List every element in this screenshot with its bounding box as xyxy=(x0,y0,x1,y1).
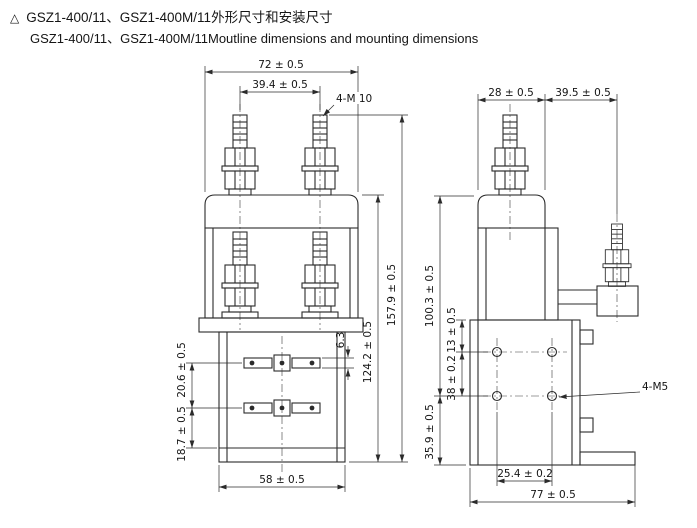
page-title-en: GSZ1-400/11、GSZ1-400M/11Moutline dimensi… xyxy=(30,30,479,46)
dim-top-depth-label: 28 ± 0.5 xyxy=(488,87,534,99)
top-cap-outline xyxy=(204,194,359,229)
dim-terminal-spacing: 39.4 ± 0.5 xyxy=(239,79,321,110)
dim-tab-to-base: 18.7 ± 0.5 xyxy=(176,406,217,462)
dim-terminal-spacing-label: 39.4 ± 0.5 xyxy=(252,79,308,91)
front-view-body xyxy=(198,194,364,463)
dim-overall-width-label: 72 ± 0.5 xyxy=(258,59,304,71)
dim-base-width: 58 ± 0.5 xyxy=(218,465,346,492)
mounting-holes xyxy=(491,346,558,402)
side-view-terminals xyxy=(491,114,632,287)
dim-tab-spacing-label: 20.6 ± 0.5 xyxy=(176,342,188,398)
dim-overall-depth: 77 ± 0.5 xyxy=(469,465,636,507)
mounting-hole xyxy=(546,346,558,358)
dim-tab-spacing: 20.6 ± 0.5 xyxy=(176,342,242,409)
section-marker: △ xyxy=(10,11,20,25)
dim-hole-spacing-h: 25.4 ± 0.2 xyxy=(496,412,553,486)
front-view: 72 ± 0.5 39.4 ± 0.5 4-M 10 157.9 ± 0.5 xyxy=(176,59,408,492)
mounting-hole xyxy=(491,346,503,358)
dim-body-height-label: 124.2 ± 0.5 xyxy=(362,321,374,383)
front-view-terminals xyxy=(221,114,339,319)
dim-tab-to-base-label: 18.7 ± 0.5 xyxy=(176,406,188,462)
callout-main-studs: 4-M 10 xyxy=(322,92,376,117)
dim-aux-offset: 39.5 ± 0.5 xyxy=(545,87,618,214)
mounting-hole xyxy=(546,390,558,402)
dim-hole-top-offset: 13 ± 0.5 xyxy=(446,307,488,353)
dim-aux-offset-label: 39.5 ± 0.5 xyxy=(555,87,611,99)
dim-body-height: 124.2 ± 0.5 xyxy=(362,194,384,462)
side-view: 28 ± 0.5 39.5 ± 0.5 100.3 ± 0.5 13 ± 0.5 xyxy=(424,87,672,507)
dim-tab-height-label: 6.3 xyxy=(335,332,347,349)
dim-overall-width: 72 ± 0.5 xyxy=(204,59,359,192)
title-row-en: GSZ1-400/11、GSZ1-400M/11Moutline dimensi… xyxy=(30,29,478,49)
mounting-hole xyxy=(491,390,503,402)
side-mid-body-outline xyxy=(477,227,559,321)
dim-lower-height-label: 35.9 ± 0.5 xyxy=(424,404,436,460)
dim-tab-height: 6.3 xyxy=(322,332,354,380)
dim-overall-height: 157.9 ± 0.5 xyxy=(329,114,408,463)
title-block: △ GSZ1-400/11、GSZ1-400M/11外形尺寸和安装尺寸 GSZ1-… xyxy=(10,8,478,49)
dim-hole-top-offset-label: 13 ± 0.5 xyxy=(446,307,458,353)
base-bracket-outline xyxy=(579,451,636,466)
magnet-unit-outline xyxy=(218,331,346,463)
dim-overall-depth-label: 77 ± 0.5 xyxy=(530,489,576,501)
dim-mount-height-label: 100.3 ± 0.5 xyxy=(424,265,436,327)
aux-contact-block-outline xyxy=(596,285,639,317)
callout-mounting-holes-label: 4-M5 xyxy=(642,381,668,393)
page-title-cn: GSZ1-400/11、GSZ1-400M/11外形尺寸和安装尺寸 xyxy=(26,10,333,25)
mounting-plate-outline xyxy=(469,319,581,466)
flange-outline xyxy=(198,317,364,333)
title-row-cn: △ GSZ1-400/11、GSZ1-400M/11外形尺寸和安装尺寸 xyxy=(10,8,478,29)
side-top-cap-outline xyxy=(477,194,546,229)
dim-mount-height: 100.3 ± 0.5 xyxy=(424,195,488,397)
dim-hole-spacing-v-label: 38 ± 0.2 xyxy=(446,355,458,401)
front-view-centerlines xyxy=(239,104,321,475)
mount-clip xyxy=(579,417,594,433)
side-view-body xyxy=(469,194,639,466)
callout-mounting-holes: 4-M5 xyxy=(558,380,672,399)
callout-main-studs-label: 4-M 10 xyxy=(336,93,372,105)
dim-hole-spacing-v: 38 ± 0.2 xyxy=(446,352,465,401)
side-view-centerlines xyxy=(483,104,618,410)
dim-hole-spacing-h-label: 25.4 ± 0.2 xyxy=(497,468,553,480)
dim-overall-height-label: 157.9 ± 0.5 xyxy=(386,264,398,326)
dim-lower-height: 35.9 ± 0.5 xyxy=(424,396,466,466)
dim-base-width-label: 58 ± 0.5 xyxy=(259,474,305,486)
mount-clip xyxy=(579,329,594,345)
dim-top-depth: 28 ± 0.5 xyxy=(477,87,546,190)
